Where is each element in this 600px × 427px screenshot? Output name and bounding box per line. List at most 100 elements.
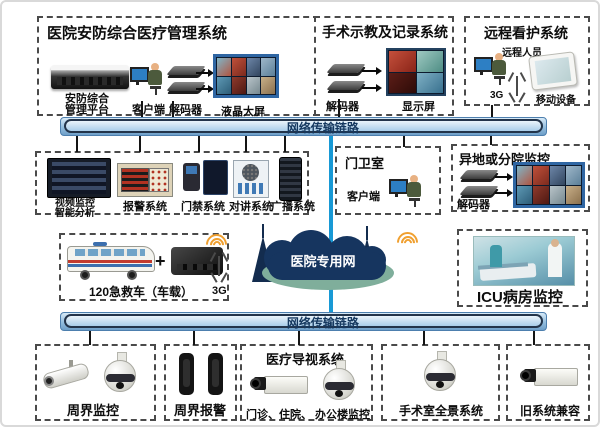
decoder-device xyxy=(459,186,499,195)
ambulance-box: + 120急救车（车载） xyxy=(59,233,229,301)
connector-line xyxy=(76,135,78,152)
3g-antenna-icon xyxy=(208,252,230,286)
network-bus-pill xyxy=(64,314,543,328)
management-system-title: 医院安防综合医疗管理系统 xyxy=(47,25,228,42)
display-label: 显示屏 xyxy=(402,101,435,113)
or-panorama-label: 手术室全景系统 xyxy=(399,404,484,418)
alarm-system-label: 报警系统 xyxy=(123,201,167,213)
network-bus-pill xyxy=(64,119,543,133)
remote-person-figure xyxy=(474,52,510,86)
plus-sign: + xyxy=(155,251,166,271)
ambulance-icon xyxy=(67,239,155,281)
bullet-camera-icon xyxy=(41,360,95,391)
medical-guidance-label: 门诊、住院、 办公楼监控 xyxy=(246,409,371,421)
remote-care-title: 远程看护系统 xyxy=(484,25,568,41)
beam-detector-icon xyxy=(208,353,223,395)
perimeter-alarm-label: 周界报警 xyxy=(174,403,227,418)
arrow-icon xyxy=(196,85,214,93)
3g-label: 3G xyxy=(490,90,504,101)
dome-camera-icon xyxy=(103,352,139,396)
client-label: 客户端 xyxy=(132,104,165,116)
arrow-icon xyxy=(362,67,382,75)
guard-room-title: 门卫室 xyxy=(345,156,385,171)
branch-monitoring-box: 异地或分院监控 解码器 xyxy=(451,144,590,212)
connector-line xyxy=(298,330,300,345)
access-system-label: 门禁系统 xyxy=(181,201,225,213)
mobile-device xyxy=(528,51,578,91)
connector-line xyxy=(141,101,143,118)
backbone-link-line xyxy=(329,135,333,313)
surgery-display xyxy=(386,48,446,96)
decoder-label: 解码器 xyxy=(457,199,490,211)
beam-detector-icon xyxy=(179,353,194,395)
icu-monitoring-box: ICU病房监控 xyxy=(457,229,588,307)
access-card-reader xyxy=(183,163,200,191)
remote-care-box: 远程看护系统 远程人员 3G 移动设备 xyxy=(464,16,590,106)
arrow-icon xyxy=(196,69,214,77)
security-platform-label-2: 管理平台 xyxy=(65,104,109,116)
perimeter-monitor-box: 周界监控 xyxy=(35,344,156,421)
video-wall xyxy=(213,54,279,98)
medical-guidance-box: 医疗导视系统 门诊、住院、 办公楼监控 xyxy=(240,344,373,421)
decoder-device xyxy=(459,170,499,179)
icu-ward-photo xyxy=(473,236,575,286)
broadcast-speaker xyxy=(279,157,302,201)
or-panorama-box: 手术室全景系统 xyxy=(381,344,500,421)
dome-camera-icon xyxy=(322,360,358,404)
decoder-label: 解码器 xyxy=(326,101,359,113)
decoder-label: 解码器 xyxy=(169,104,202,116)
video-analysis-label-2: 智能分析 xyxy=(55,208,95,219)
network-bus-top-label: 网络传输链路 xyxy=(286,121,359,135)
arrow-icon xyxy=(495,173,513,181)
connector-line xyxy=(533,330,535,345)
connector-line xyxy=(338,99,340,118)
mobile-device-label: 移动设备 xyxy=(536,95,576,106)
wireless-waves-icon xyxy=(392,227,423,258)
security-platform-server xyxy=(51,65,129,89)
security-platform-label-1: 安防综合 xyxy=(65,93,109,105)
3g-antenna-icon xyxy=(506,72,528,104)
medical-guidance-title: 医疗导视系统 xyxy=(266,352,345,367)
arrow-icon xyxy=(495,189,513,197)
arrow-icon xyxy=(362,84,382,92)
connector-line xyxy=(198,135,200,152)
cloud-label: 医院专用网 xyxy=(290,254,356,269)
connector-line xyxy=(245,135,247,152)
broadcast-system-label: 广播系统 xyxy=(271,201,315,213)
connector-line xyxy=(284,135,286,152)
connector-line xyxy=(89,330,91,345)
legacy-system-label: 旧系统兼容 xyxy=(520,404,581,418)
connector-line xyxy=(193,330,195,345)
intercom-system-label: 对讲系统 xyxy=(229,201,273,213)
intercom-panel xyxy=(233,160,269,198)
dome-camera-icon xyxy=(423,351,459,395)
connector-line xyxy=(491,105,493,118)
guard-client-figure xyxy=(389,174,425,208)
branch-video-wall xyxy=(513,162,585,208)
connector-line xyxy=(423,330,425,345)
cloud-base xyxy=(268,252,386,280)
decoder-device xyxy=(326,64,366,73)
surgery-teaching-box: 手术示教及记录系统 解码器 显示屏 xyxy=(314,16,454,116)
box-camera-icon xyxy=(250,372,308,396)
alarm-panel xyxy=(117,163,173,197)
guard-client-label: 客户端 xyxy=(347,191,380,203)
perimeter-monitor-label: 周界监控 xyxy=(67,403,120,418)
client-workstation-figure xyxy=(130,62,166,96)
security-subsystems-box: 视频监控 智能分析 报警系统 门禁系统 对讲系统 广播系统 xyxy=(35,151,315,219)
icu-label: ICU病房监控 xyxy=(477,289,563,306)
connector-line xyxy=(172,101,174,118)
decoder-device xyxy=(326,81,366,90)
perimeter-alarm-box: 周界报警 xyxy=(164,344,237,421)
lcd-wall-label: 液晶大屏 xyxy=(221,106,265,118)
3g-mid-label: 3G xyxy=(212,285,227,297)
remote-person-label: 远程人员 xyxy=(502,48,542,59)
network-bus-top: 网络传输链路 xyxy=(60,117,547,136)
wireless-waves-icon xyxy=(201,229,232,260)
hospital-network-cloud: 医院专用网 xyxy=(250,224,396,294)
box-camera-icon xyxy=(520,364,578,388)
network-bus-bottom: 网络传输链路 xyxy=(60,312,547,331)
video-analysis-label-1: 视频监控 xyxy=(55,198,95,209)
mobile-dvr xyxy=(171,247,223,275)
